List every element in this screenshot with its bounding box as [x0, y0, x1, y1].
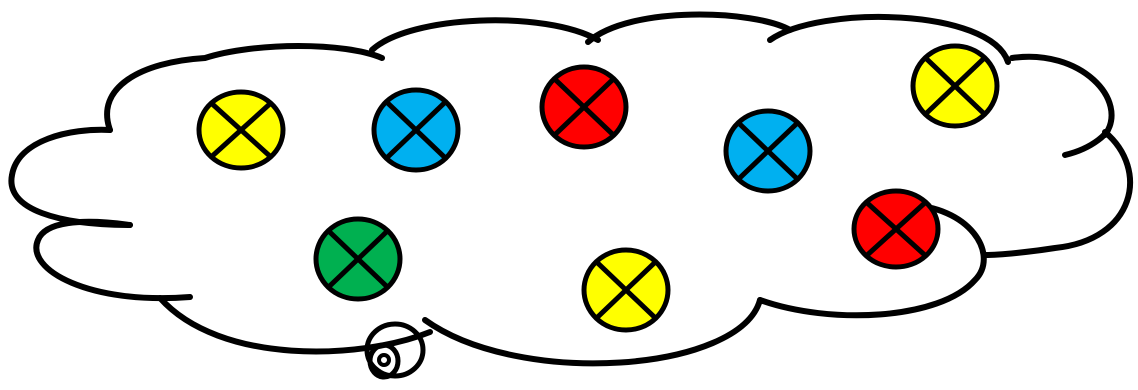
lamp-symbol-icon: [316, 219, 400, 299]
lamp-symbol-icon: [542, 67, 626, 147]
tail-bubble-small: [379, 355, 389, 365]
lamp-symbol-icon: [913, 46, 997, 126]
lamp-symbol-icon: [854, 191, 938, 267]
lamp-symbol-icon: [374, 90, 458, 170]
lamp-symbol-icon: [726, 111, 810, 191]
lamp-symbol-icon: [584, 250, 668, 330]
lamp-symbol-icon: [199, 92, 283, 168]
